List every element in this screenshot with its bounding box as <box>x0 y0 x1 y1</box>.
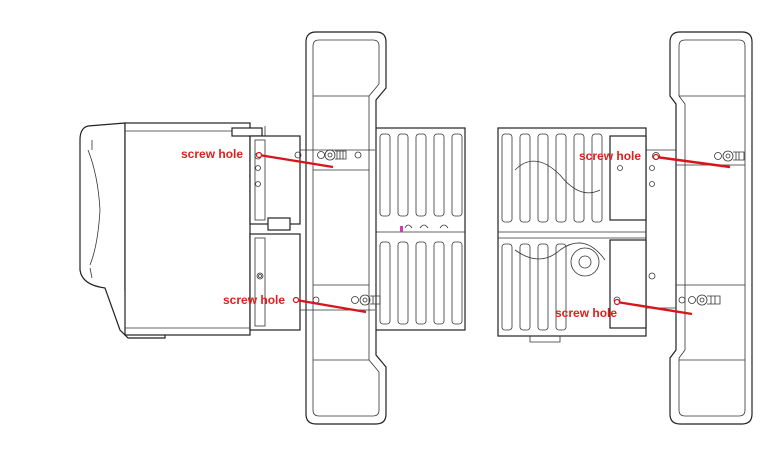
arrow-left-lower <box>295 298 367 314</box>
right-upper-screw <box>652 150 745 162</box>
annotation-right-upper: screw hole <box>579 149 731 169</box>
annotation-right-lower: screw hole <box>555 298 693 320</box>
label-screw-hole-right-lower: screw hole <box>555 306 617 320</box>
label-screw-hole-left-upper: screw hole <box>181 147 243 161</box>
arrow-left-upper <box>258 153 334 169</box>
left-upper-bay <box>249 135 301 225</box>
left-upper-screw <box>294 149 362 161</box>
left-front-bezel <box>305 31 387 425</box>
right-front-bezel <box>669 31 753 425</box>
left-lower-bay <box>249 233 301 331</box>
arrow-right-upper <box>655 155 731 169</box>
left-mounting-bracket <box>79 122 166 339</box>
annotation-left-lower: screw hole <box>223 293 367 314</box>
label-screw-hole-left-lower: screw hole <box>223 293 285 307</box>
annotation-left-upper: screw hole <box>181 147 334 169</box>
left-enclosure-body <box>124 122 251 336</box>
left-vented-cage <box>374 127 466 331</box>
label-screw-hole-right-upper: screw hole <box>579 149 641 163</box>
right-assembly <box>497 31 753 425</box>
right-lower-screw <box>678 294 721 306</box>
arrow-right-lower <box>616 300 693 316</box>
left-assembly <box>79 31 466 425</box>
